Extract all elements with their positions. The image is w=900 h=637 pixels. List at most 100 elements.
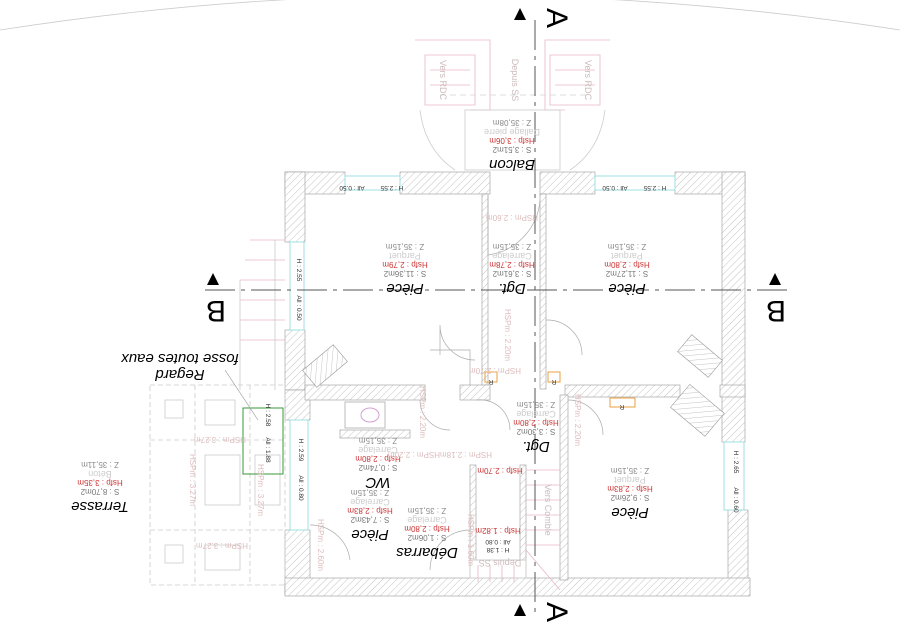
hsp-label-corridor: HSPm : 2.70m bbox=[469, 366, 521, 375]
room-surface-debarras: S : 1,06m2 bbox=[407, 533, 446, 542]
hsp-label-dgt-door: HSPm : 2.60m bbox=[486, 213, 538, 222]
room-altitude-piece-right: Z : 35,15m bbox=[608, 242, 647, 251]
section-arrow-b-right bbox=[769, 273, 781, 285]
window-frames bbox=[289, 175, 745, 579]
hsp-label-stair-top: Hsfp : 2.70m bbox=[477, 466, 523, 475]
room-surface-piece-right: S : 11,27m2 bbox=[605, 269, 648, 278]
room-floor-debarras: Carrelage bbox=[407, 515, 447, 525]
room-floor-wc: Carrelage bbox=[358, 445, 398, 455]
regard-leader-line bbox=[224, 369, 259, 421]
room-name-piece-mid: Pièce bbox=[351, 526, 389, 543]
room-altitude-balcon: Z : 35,08m bbox=[493, 118, 532, 127]
room-floor-balcon: Dallage pierre bbox=[484, 127, 540, 137]
room-hsfp-terrasse: Hsfp : 3,35m bbox=[77, 478, 123, 487]
section-marker-a-bottom: A bbox=[540, 602, 573, 622]
window-height-top-left: H : 2.55 bbox=[380, 184, 403, 191]
hsp-label-terrasse-b: HSPm : 3.27m bbox=[188, 454, 197, 506]
room-altitude-dgt-top: Z : 35,15m bbox=[493, 242, 532, 251]
room-name-dgt-bottom: Dgt. bbox=[522, 438, 550, 455]
window-height-left-lower: H : 2.59 bbox=[297, 439, 304, 462]
site-outline bbox=[0, 0, 900, 31]
room-floor-piece-bottom-right: Parquet bbox=[614, 475, 646, 485]
exterior-stair bbox=[239, 239, 285, 390]
window-sill-stair: All : 0.80 bbox=[485, 538, 511, 545]
room-altitude-wc: Z : 35,15m bbox=[359, 436, 398, 445]
terrace-slab bbox=[149, 384, 286, 586]
section-marker-a-top: A bbox=[540, 8, 573, 28]
hsp-label-debarras-door: HSPm : 1.60m bbox=[466, 514, 475, 566]
doors bbox=[309, 196, 604, 571]
room-name-terrasse: Terrasse bbox=[71, 498, 129, 515]
room-surface-piece-bottom-right: S : 9,26m2 bbox=[610, 493, 649, 502]
hsp-label-left-door: HSPm : 2.20m bbox=[503, 309, 512, 361]
room-hsfp-debarras: Hsfp : 2,80m bbox=[404, 524, 450, 533]
room-altitude-piece-bottom-right: Z : 35,15m bbox=[611, 466, 650, 475]
radiator-label: R bbox=[619, 403, 624, 410]
section-arrow-a-bottom bbox=[514, 604, 526, 616]
hsp-label-terrasse-d: HSPm : 3.27m bbox=[196, 541, 248, 550]
window-height-top-right: H : 2.55 bbox=[643, 184, 666, 191]
room-surface-dgt-bottom: S : 3,30m2 bbox=[516, 427, 555, 436]
room-hsfp-dgt-bottom: Hsfp : 2,80m bbox=[513, 418, 559, 427]
hsp-label-terrasse-a: HSPm : 3.27m bbox=[194, 435, 246, 444]
hsp-label-mid: HSPm : 2.18mHSPm : 2.20m bbox=[388, 450, 492, 459]
room-name-wc: WC bbox=[365, 474, 390, 491]
section-arrow-a-top bbox=[514, 8, 526, 20]
section-marker-b-right: B bbox=[766, 294, 786, 327]
room-altitude-piece-left: Z : 35,15m bbox=[386, 242, 425, 251]
stair-label-depuis-ss-bottom: Depuis SS bbox=[479, 558, 522, 568]
hsp-label-piece-door: HSPm : 2.60m bbox=[316, 519, 325, 571]
toilet-icon bbox=[344, 401, 386, 429]
regard-label-detail: fosse toutes eaux bbox=[121, 350, 239, 367]
room-altitude-dgt-bottom: Z : 35,15m bbox=[517, 400, 556, 409]
room-floor-piece-left: Parquet bbox=[389, 251, 421, 261]
regard-fosse-outline bbox=[242, 407, 284, 475]
section-marker-b-left: B bbox=[206, 294, 226, 327]
room-name-piece-bottom-right: Pièce bbox=[611, 504, 649, 521]
balcony-stairs bbox=[415, 39, 610, 171]
room-name-dgt-top: Dgt. bbox=[498, 280, 526, 297]
window-sill-top-right: All : 0.50 bbox=[602, 184, 628, 191]
room-floor-piece-mid: Carrelage bbox=[350, 497, 390, 507]
window-height-regard: H : 2.58 bbox=[264, 404, 271, 427]
walls bbox=[284, 171, 751, 597]
room-floor-terrasse: Béton bbox=[88, 469, 112, 479]
room-hsfp-balcon: Hsfp : 3,06m bbox=[489, 136, 535, 145]
hsp-label-terrasse-c: HSPm : 3.27m bbox=[256, 464, 265, 516]
room-altitude-terrasse: Z : 35,11m bbox=[81, 460, 119, 469]
room-name-piece-right: Pièce bbox=[608, 280, 646, 297]
window-sill-right-lower: All : 0.60 bbox=[732, 487, 739, 513]
window-sill-regard: All : 1.88 bbox=[264, 437, 271, 463]
room-surface-terrasse: S : 8,70m2 bbox=[80, 487, 119, 496]
window-height-left-upper: H : 2.55 bbox=[295, 259, 302, 282]
room-floor-dgt-top: Carrelage bbox=[492, 251, 532, 261]
room-name-piece-left: Pièce bbox=[386, 280, 424, 297]
section-arrow-b-left bbox=[207, 273, 219, 285]
window-height-right-lower: H : 2.65 bbox=[732, 451, 739, 474]
radiator-icon: R R R bbox=[484, 371, 636, 410]
room-altitude-debarras: Z : 35,15m bbox=[408, 506, 447, 515]
room-hsfp-piece-bottom-right: Hsfp : 2,83m bbox=[607, 484, 653, 493]
room-floor-dgt-bottom: Carrelage bbox=[516, 409, 556, 419]
stair-label-depuis-ss-top: Depuis SS bbox=[510, 59, 520, 102]
room-name-balcon: Balcon bbox=[489, 156, 535, 173]
room-name-debarras: Débarras bbox=[396, 544, 458, 561]
window-sill-left-upper: All : 0.50 bbox=[295, 295, 302, 321]
inner-stair bbox=[477, 469, 561, 591]
hsp-label-wc-side: HSPm : 2.20m bbox=[418, 386, 427, 438]
room-hsfp-wc: Hsfp : 2,80m bbox=[355, 454, 401, 463]
window-sill-left-lower: All : 0.80 bbox=[297, 475, 304, 501]
room-floor-piece-right: Parquet bbox=[611, 251, 643, 261]
radiator-label: R bbox=[551, 378, 556, 385]
hsp-label-stair-bottom: Hsfp : 1.82m bbox=[475, 526, 521, 535]
window-height-stair: H : 1.38 bbox=[486, 546, 509, 553]
regard-label: Regard bbox=[155, 366, 205, 383]
hsp-label-right-door: HSPm : 2.20m bbox=[573, 394, 582, 446]
room-surface-wc: S : 0,74m2 bbox=[358, 463, 397, 472]
stair-label-vers-comble: Vers Comble bbox=[543, 484, 553, 536]
room-surface-piece-mid: S : 7,43m2 bbox=[350, 515, 389, 524]
room-surface-piece-left: S : 11,36m2 bbox=[383, 269, 426, 278]
